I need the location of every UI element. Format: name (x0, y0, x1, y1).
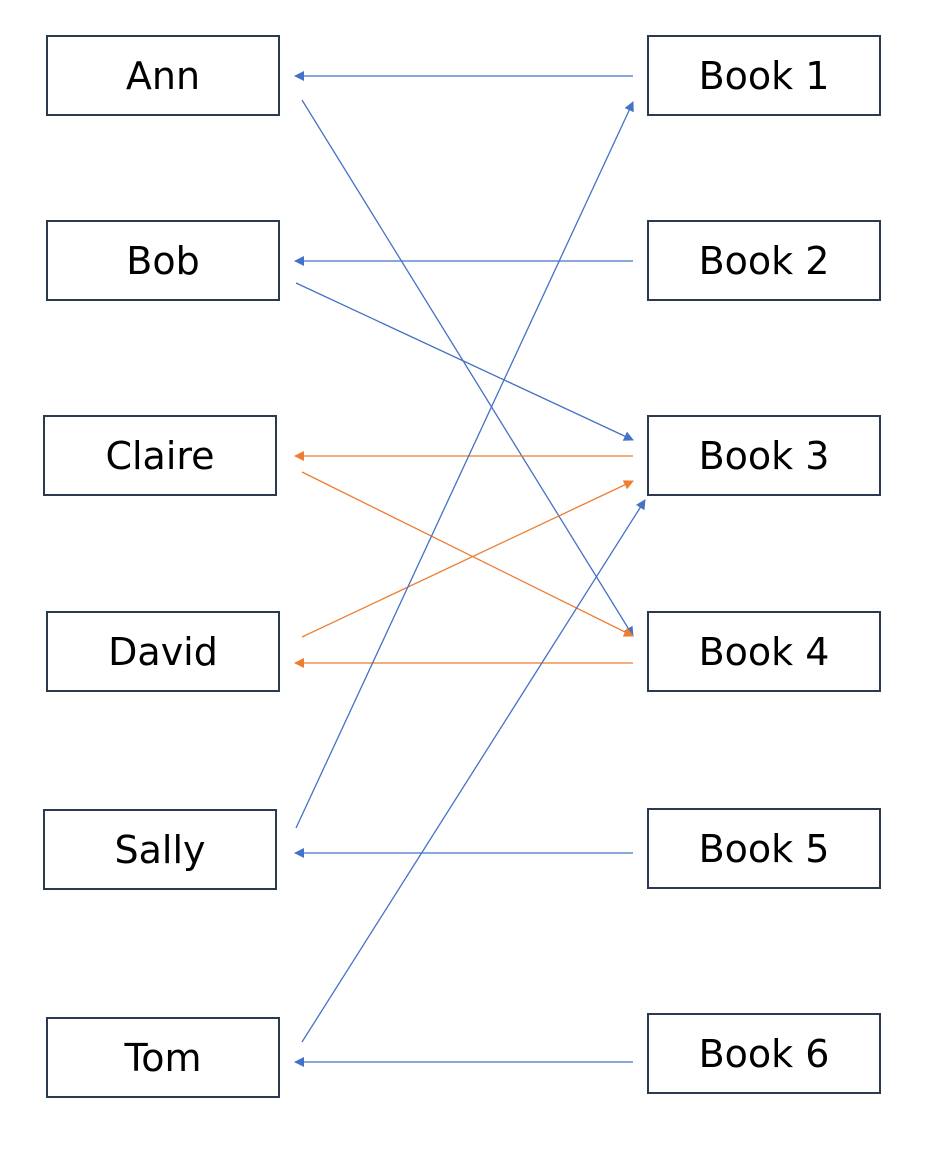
person-node-sally: Sally (43, 809, 277, 890)
edge-sally-to-book1 (295, 101, 634, 829)
node-label: Sally (114, 827, 206, 872)
node-label: Book 4 (698, 629, 830, 674)
edge-bob-to-book3 (295, 282, 634, 441)
book-node-4: Book 4 (647, 611, 881, 692)
edge-tom-to-book3 (301, 499, 646, 1043)
node-label: Tom (124, 1035, 202, 1080)
book-node-1: Book 1 (647, 35, 881, 116)
node-label: Ann (125, 53, 201, 98)
person-node-david: David (46, 611, 280, 692)
node-label: Book 5 (698, 826, 830, 871)
edge-ann-to-book4 (301, 99, 634, 637)
node-label: Book 1 (698, 53, 830, 98)
person-node-ann: Ann (46, 35, 280, 116)
person-node-claire: Claire (43, 415, 277, 496)
edge-claire-to-book4 (301, 471, 634, 637)
node-label: Book 3 (698, 433, 830, 478)
person-node-bob: Bob (46, 220, 280, 301)
node-label: Book 6 (698, 1031, 830, 1076)
node-label: Claire (105, 433, 215, 478)
node-label: David (108, 629, 218, 674)
node-label: Book 2 (698, 238, 830, 283)
book-node-6: Book 6 (647, 1013, 881, 1094)
edge-david-to-book3 (301, 480, 634, 638)
node-label: Bob (126, 238, 200, 283)
book-node-5: Book 5 (647, 808, 881, 889)
person-node-tom: Tom (46, 1017, 280, 1098)
book-node-3: Book 3 (647, 415, 881, 496)
book-node-2: Book 2 (647, 220, 881, 301)
